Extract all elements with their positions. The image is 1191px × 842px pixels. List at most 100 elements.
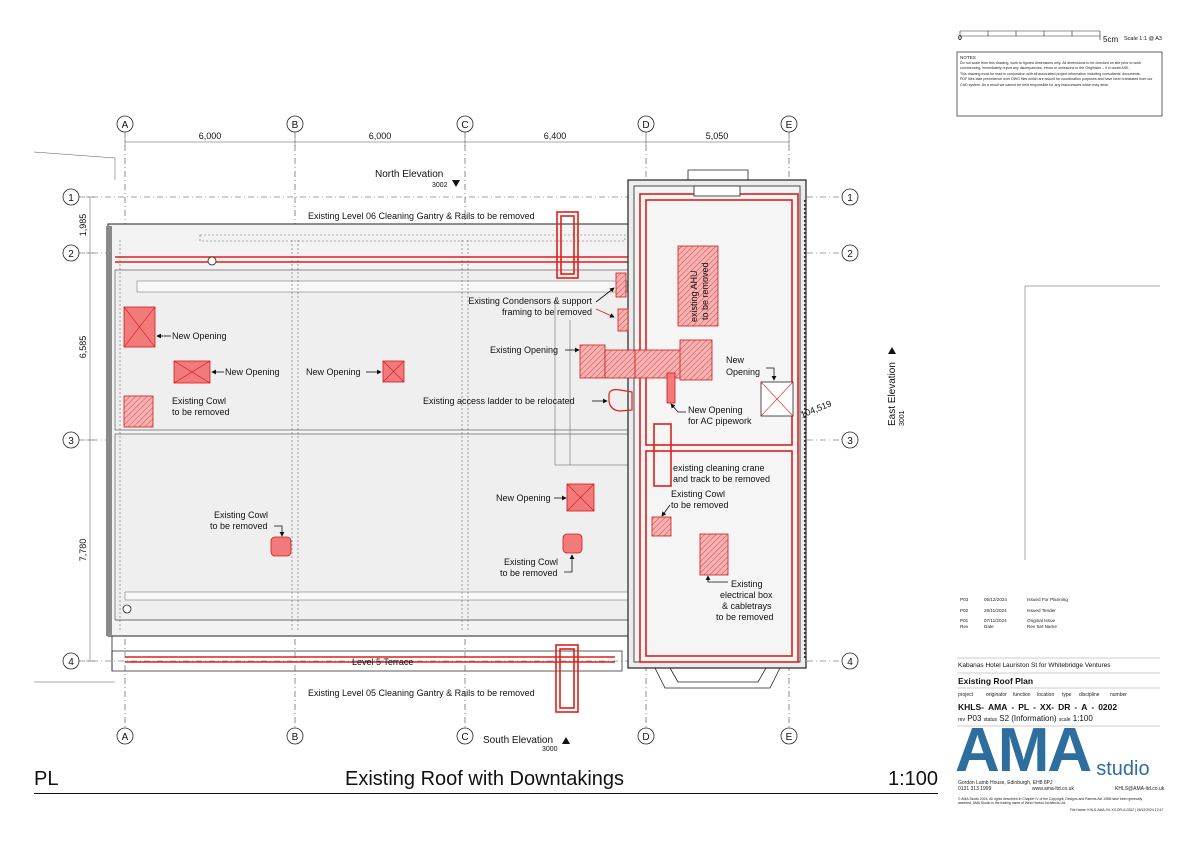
grid-column-bubbles-top: A B C D E [116,115,798,133]
dim-3-4: 7,780 [78,539,88,562]
code-location: XX- [1039,702,1055,712]
elevation-markers: North Elevation 3002 South Elevation 300… [375,169,906,753]
notes-line-1: Do not scale from this drawing, work to … [960,60,1142,65]
note-ac-1: New Opening [688,405,743,415]
office-email: KHLS@AMA-ltd.co.uk [1115,786,1165,792]
note-terrace: Level 5 Terrace [352,657,413,667]
note-cowl-2a: Existing Cowl [214,510,268,520]
rev-date: 05/12/2024 [984,597,1007,602]
code-sep-3: - [1074,702,1078,712]
dim-2-3: 6,585 [78,336,88,359]
dim-d-e: 5,050 [706,131,729,141]
note-new-opening-east-2: Opening [726,367,760,377]
notes-box: NOTES Do not scale from this drawing, wo… [960,55,1160,89]
east-elevation-ref: 3001 [899,410,906,426]
note-gantry-05: Existing Level 05 Cleaning Gantry & Rail… [308,688,535,698]
north-elevation-ref: 3002 [432,182,448,189]
existing-opening [579,344,606,379]
note-new-opening-2: New Opening [225,367,280,377]
electrical-box [699,533,729,576]
note-cowl-2b: to be removed [210,521,268,531]
note-cowl-3a: Existing Cowl [504,557,558,567]
cowl-2 [270,536,292,557]
scale-bar-note: Scale 1:1 @ A3 [1124,36,1162,42]
scale-bar-zero: 0 [958,35,962,42]
grid-col-a-bottom: A [122,732,129,743]
drawing-code: KHLS- AMA - PL - XX- DR - A - 0202 [958,702,1117,712]
grid-row-4-right: 4 [847,657,853,668]
grid-row-3-right: 3 [847,436,853,447]
note-ladder: Existing access ladder to be relocated [423,396,575,406]
notes-line-5: CAD system. As a result we cannot be hel… [960,82,1110,87]
code-discipline: A [1081,702,1088,712]
cowl-4 [651,516,672,537]
gantry-06-marker [556,211,579,279]
code-label-type: type [1062,692,1072,698]
south-elevation-label: South Elevation [483,735,553,746]
code-label-project: project [958,692,974,698]
status-label: status [983,717,997,723]
new-opening-2 [173,360,211,384]
north-elevation-arrow [452,180,460,187]
note-cowl-3b: to be removed [500,568,558,578]
office-phone: 0131 313 1999 [958,786,992,792]
code-originator: AMA [987,702,1008,712]
east-elevation-label: East Elevation [887,362,898,426]
revision-row: P03 05/12/2024 Issued For Planning [960,597,1160,603]
grid-col-d-bottom: D [642,732,649,743]
cowl-1 [123,395,154,428]
dim-b-c: 6,000 [369,131,392,141]
note-cowl-1a: Existing Cowl [172,396,226,406]
dimension-strings: 6,000 6,000 6,400 5,050 1,985 6,585 7,78… [78,131,790,662]
notes-line-4: PDF files take precedence over DWG files… [960,77,1153,82]
code-label-function: function [1013,692,1031,698]
code-label-originator: originator [986,692,1007,698]
new-opening-3 [382,360,405,383]
south-elevation-ref: 3000 [542,746,558,753]
rev-name: Issued For Planning [1027,597,1068,602]
note-ahu-1: existing AHU [689,270,699,322]
note-cowl-4a: Existing Cowl [671,489,725,499]
grid-row-2: 2 [68,249,74,260]
scale-label: scale [1058,717,1071,723]
grid-row-1-right: 1 [847,193,853,204]
grid-col-a: A [122,120,129,131]
note-ahu-2: to be removed [700,262,710,320]
note-ac-2: for AC pipework [688,416,752,426]
rev-header-date: Date [984,623,994,629]
note-cowl-1b: to be removed [172,407,230,417]
grid-row-4: 4 [68,657,74,668]
note-crane-2: and track to be removed [673,474,770,484]
rev-value: P03 [967,714,982,723]
note-new-opening-4: New Opening [496,493,551,503]
ama-logo: AMA studio [955,720,1150,782]
code-function: PL [1018,702,1030,712]
grid-column-bubbles-bottom: A B C D E [116,727,798,745]
new-opening-1 [123,306,156,348]
note-new-opening-1: New Opening [172,331,227,341]
grid-col-b-bottom: B [292,732,299,743]
note-new-opening-3: New Opening [306,367,361,377]
logo-sub: studio [1096,758,1150,780]
grid-col-b: B [292,120,299,131]
code-number: 0202 [1098,702,1118,712]
site-boundary [33,151,1160,683]
office-address: Gordon Lamb House, Edinburgh, EH8 8PJ [958,780,1053,786]
main-roof [106,223,658,672]
dim-a-b: 6,000 [199,131,222,141]
new-opening-east [760,381,794,417]
dim-c-d: 6,400 [544,131,567,141]
code-project: KHLS- [958,702,984,712]
code-label-location: location [1037,692,1055,698]
rev-code: P03 [960,597,969,602]
south-elevation-arrow [562,737,570,744]
rev-name: Issued Tender [1027,607,1056,613]
east-elevation-arrow [888,347,896,354]
grid-col-c: C [461,120,468,131]
note-new-opening-east-1: New [726,355,745,365]
ahu-unit [677,245,719,327]
notes-line-3: This drawing must be read in conjunction… [960,71,1141,76]
